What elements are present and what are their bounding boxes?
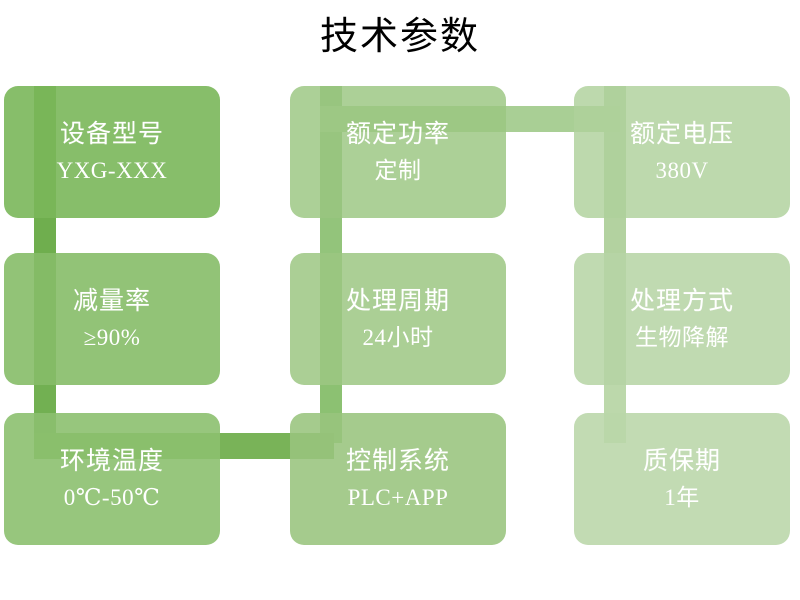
param-card-rated-voltage[interactable]: 额定电压 380V <box>574 86 790 218</box>
param-card-method[interactable]: 处理方式 生物降解 <box>574 253 790 385</box>
param-card-temperature-value: 0℃-50℃ <box>63 484 161 510</box>
parameters-diagram: 设备型号 YXG-XXX 额定功率 定制 额定电压 380V 减量率 ≥90% … <box>0 72 800 562</box>
param-card-rated-power[interactable]: 额定功率 定制 <box>290 86 506 218</box>
param-card-cycle-value: 24小时 <box>362 324 434 350</box>
param-card-temperature[interactable]: 环境温度 0℃-50℃ <box>4 413 220 545</box>
param-card-method-title: 处理方式 <box>629 287 734 315</box>
param-card-model[interactable]: 设备型号 YXG-XXX <box>4 86 220 218</box>
param-card-rated-voltage-title: 额定电压 <box>629 120 734 148</box>
page-title: 技术参数 <box>319 14 480 58</box>
param-card-control[interactable]: 控制系统 PLC+APP <box>290 413 506 545</box>
param-card-cycle-title: 处理周期 <box>345 287 450 315</box>
param-card-cycle[interactable]: 处理周期 24小时 <box>290 253 506 385</box>
param-card-warranty-value: 1年 <box>664 484 700 510</box>
param-card-reduction[interactable]: 减量率 ≥90% <box>4 253 220 385</box>
param-card-rated-power-title: 额定功率 <box>345 120 450 148</box>
param-card-rated-voltage-value: 380V <box>655 157 709 183</box>
param-card-warranty-title: 质保期 <box>642 447 721 475</box>
param-card-model-value: YXG-XXX <box>56 157 168 183</box>
param-card-temperature-title: 环境温度 <box>59 447 164 475</box>
param-card-model-title: 设备型号 <box>59 120 164 148</box>
param-card-method-value: 生物降解 <box>635 324 729 350</box>
param-card-control-value: PLC+APP <box>347 484 449 510</box>
param-card-reduction-value: ≥90% <box>83 324 141 350</box>
param-card-control-title: 控制系统 <box>345 447 450 475</box>
param-card-reduction-title: 减量率 <box>72 287 151 315</box>
param-card-rated-power-value: 定制 <box>374 157 422 183</box>
param-card-warranty[interactable]: 质保期 1年 <box>574 413 790 545</box>
